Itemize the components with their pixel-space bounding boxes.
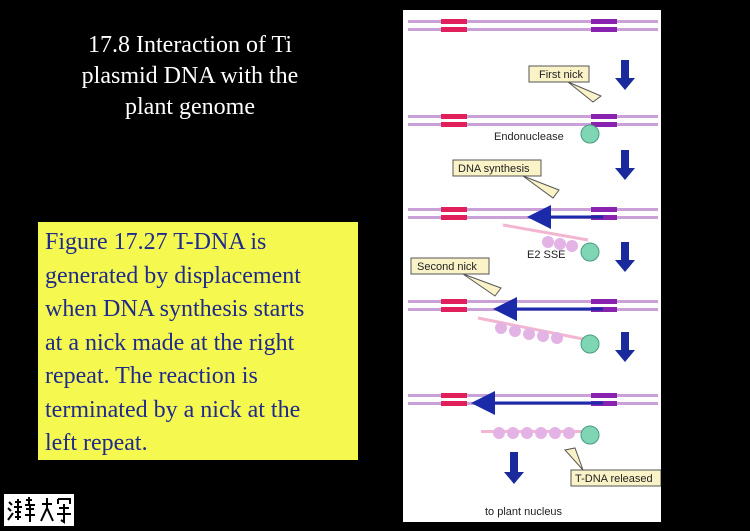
- ssb-bead: [554, 238, 566, 250]
- dna-duplex-step1: [408, 19, 658, 32]
- callout-pointer-icon: [564, 447, 584, 471]
- ssb-bead: [523, 328, 535, 340]
- right-repeat: [591, 299, 617, 304]
- right-repeat: [591, 401, 617, 406]
- first-nick-callout: First nick: [528, 65, 602, 103]
- logo-calligraphy-icon: [7, 497, 71, 524]
- dna-synthesis-callout: DNA synthesis: [452, 159, 560, 199]
- ssb-bead: [509, 325, 521, 337]
- dna-strand: [408, 394, 658, 397]
- left-repeat: [441, 299, 467, 304]
- right-repeat: [591, 19, 617, 24]
- left-repeat: [441, 19, 467, 24]
- dna-strand: [408, 115, 658, 118]
- ssb-bead: [566, 240, 578, 252]
- figure-caption: Figure 17.27 T-DNA is generated by displ…: [38, 222, 358, 460]
- second-nick-callout: Second nick: [410, 257, 502, 297]
- t-dna-figure: First nick Endonuclease DNA synthesis: [403, 10, 662, 522]
- slide-title: 17.8 Interaction of Ti plasmid DNA with …: [30, 30, 350, 123]
- caption-line: Figure 17.27 T-DNA is: [45, 229, 267, 255]
- vird2-protein-icon: [580, 334, 600, 354]
- title-line: plant genome: [125, 94, 255, 120]
- right-repeat: [591, 207, 617, 212]
- callout-pointer-icon: [522, 175, 560, 199]
- left-repeat: [441, 393, 467, 398]
- callout-box: [452, 159, 542, 177]
- ssb-bead: [507, 427, 519, 439]
- ssb-bead: [495, 322, 507, 334]
- left-repeat: [441, 307, 467, 312]
- step-arrow-icon: [615, 332, 635, 362]
- plant-nucleus-label: to plant nucleus: [485, 506, 563, 518]
- left-repeat: [441, 215, 467, 220]
- left-repeat: [441, 27, 467, 32]
- right-repeat: [591, 27, 617, 32]
- left-repeat: [441, 207, 467, 212]
- ssb-bead: [549, 427, 561, 439]
- left-repeat: [441, 114, 467, 119]
- left-repeat: [441, 401, 467, 406]
- dna-synthesis-label: DNA synthesis: [458, 163, 530, 175]
- right-repeat: [591, 122, 617, 127]
- callout-box: [528, 65, 590, 83]
- t-dna-released-callout: T-DNA released: [564, 447, 662, 487]
- t-dna-diagram: First nick Endonuclease DNA synthesis: [408, 19, 662, 518]
- dna-duplex-step4: [408, 297, 658, 354]
- step-arrow-icon: [615, 60, 635, 90]
- ssb-bead: [493, 427, 505, 439]
- dna-strand: [408, 123, 658, 126]
- t-dna-released-label: T-DNA released: [575, 473, 653, 485]
- endonuclease-label: Endonuclease: [494, 131, 564, 143]
- right-repeat: [591, 393, 617, 398]
- displaced-strand: [502, 223, 589, 242]
- endonuclease-protein-icon: [580, 124, 600, 144]
- caption-line: terminated by a nick at the: [45, 396, 301, 423]
- step-arrow-icon: [504, 452, 524, 484]
- title-line: plasmid DNA with the: [81, 63, 299, 89]
- caption-line: generated by displacement: [45, 262, 301, 289]
- dna-strand: [408, 28, 658, 31]
- callout-pointer-icon: [567, 81, 602, 103]
- callout-box: [410, 257, 490, 275]
- first-nick-label: First nick: [539, 69, 584, 81]
- dna-duplex-step2: [408, 114, 658, 144]
- dna-strand: [408, 300, 658, 303]
- ssb-bead: [535, 427, 547, 439]
- second-nick-label: Second nick: [417, 261, 477, 273]
- displaced-strand: [477, 316, 589, 342]
- caption-line: left repeat.: [45, 430, 148, 456]
- dna-duplex-step5: [408, 391, 658, 445]
- callout-pointer-icon: [462, 273, 502, 297]
- step-arrow-icon: [615, 150, 635, 180]
- dna-duplex-step3: [408, 205, 658, 262]
- university-logo: [4, 494, 74, 526]
- left-repeat: [441, 122, 467, 127]
- caption-line: at a nick made at the right: [45, 329, 295, 356]
- ssb-bead: [551, 332, 563, 344]
- ssb-bead: [563, 427, 575, 439]
- ssb-bead: [542, 236, 554, 248]
- caption-line: repeat. The reaction is: [45, 363, 258, 389]
- vird2-protein-icon: [580, 242, 600, 262]
- right-repeat: [591, 215, 617, 220]
- dna-strand: [408, 20, 658, 23]
- e2-sse-label: E2 SSE: [527, 249, 566, 261]
- ssb-bead: [537, 330, 549, 342]
- right-repeat: [591, 114, 617, 119]
- caption-line: when DNA synthesis starts: [45, 296, 305, 322]
- title-line: 17.8 Interaction of Ti: [88, 32, 292, 58]
- right-repeat: [591, 307, 617, 312]
- ssb-bead: [521, 427, 533, 439]
- step-arrow-icon: [615, 242, 635, 272]
- vird2-protein-icon: [580, 425, 600, 445]
